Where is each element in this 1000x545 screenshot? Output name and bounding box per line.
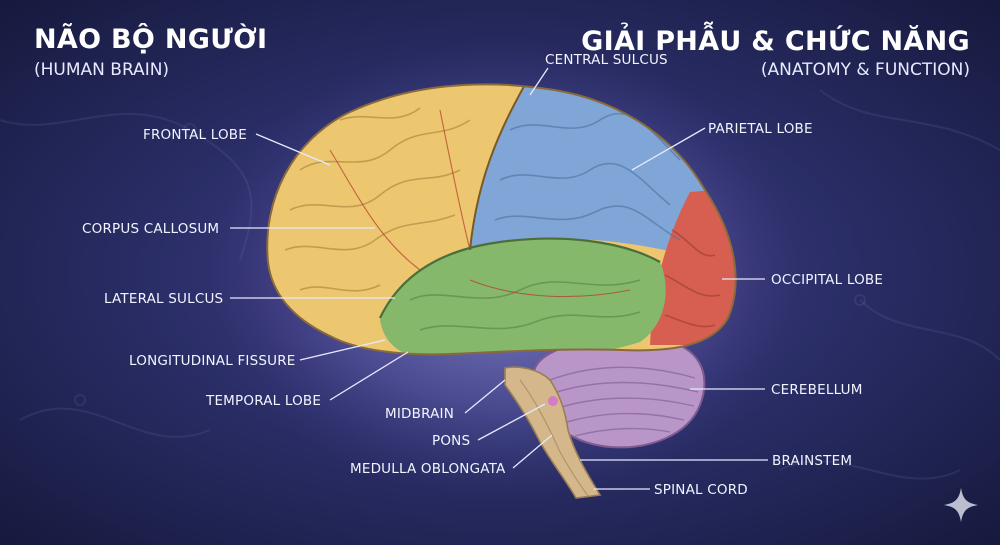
label-parietal-lobe: PARIETAL LOBE	[708, 121, 813, 137]
page-title: NÃO BỘ NGƯỜI	[34, 24, 268, 55]
occipital-lobe-region	[650, 185, 736, 345]
lateral-sulcus-line	[379, 237, 661, 319]
label-brainstem: BRAINSTEM	[772, 453, 852, 469]
section-title: GIẢI PHẪU & CHỨC NĂNG	[581, 26, 970, 57]
gyri-texture	[284, 107, 471, 292]
label-frontal-lobe: FRONTAL LOBE	[143, 127, 247, 143]
label-temporal-lobe: TEMPORAL LOBE	[205, 393, 321, 409]
label-corpus-callosum: CORPUS CALLOSUM	[82, 221, 219, 237]
blood-vessels	[329, 109, 631, 298]
page-subtitle: (HUMAN BRAIN)	[34, 60, 170, 80]
label-occipital-lobe: OCCIPITAL LOBE	[771, 272, 883, 288]
cerebrum	[267, 84, 736, 355]
section-subtitle: (ANATOMY & FUNCTION)	[760, 60, 970, 80]
label-lateral-sulcus: LATERAL SULCUS	[104, 291, 223, 307]
central-sulcus-line	[469, 84, 533, 251]
label-midbrain: MIDBRAIN	[385, 406, 454, 422]
label-pons: PONS	[432, 433, 470, 449]
brainstem-region	[504, 366, 602, 499]
label-spinal-cord: SPINAL CORD	[654, 482, 748, 498]
cerebrum-outline	[266, 83, 737, 356]
leader-lines	[230, 67, 768, 490]
sparkle-icon	[943, 487, 979, 523]
temporal-lobe-region	[380, 238, 666, 355]
pons-bulge	[548, 396, 558, 406]
label-longitudinal-fissure: LONGITUDINAL FISSURE	[129, 353, 296, 369]
label-central-sulcus: CENTRAL SULCUS	[545, 52, 668, 68]
label-cerebellum: CEREBELLUM	[771, 382, 863, 398]
label-medulla-oblongata: MEDULLA OBLONGATA	[350, 461, 506, 477]
